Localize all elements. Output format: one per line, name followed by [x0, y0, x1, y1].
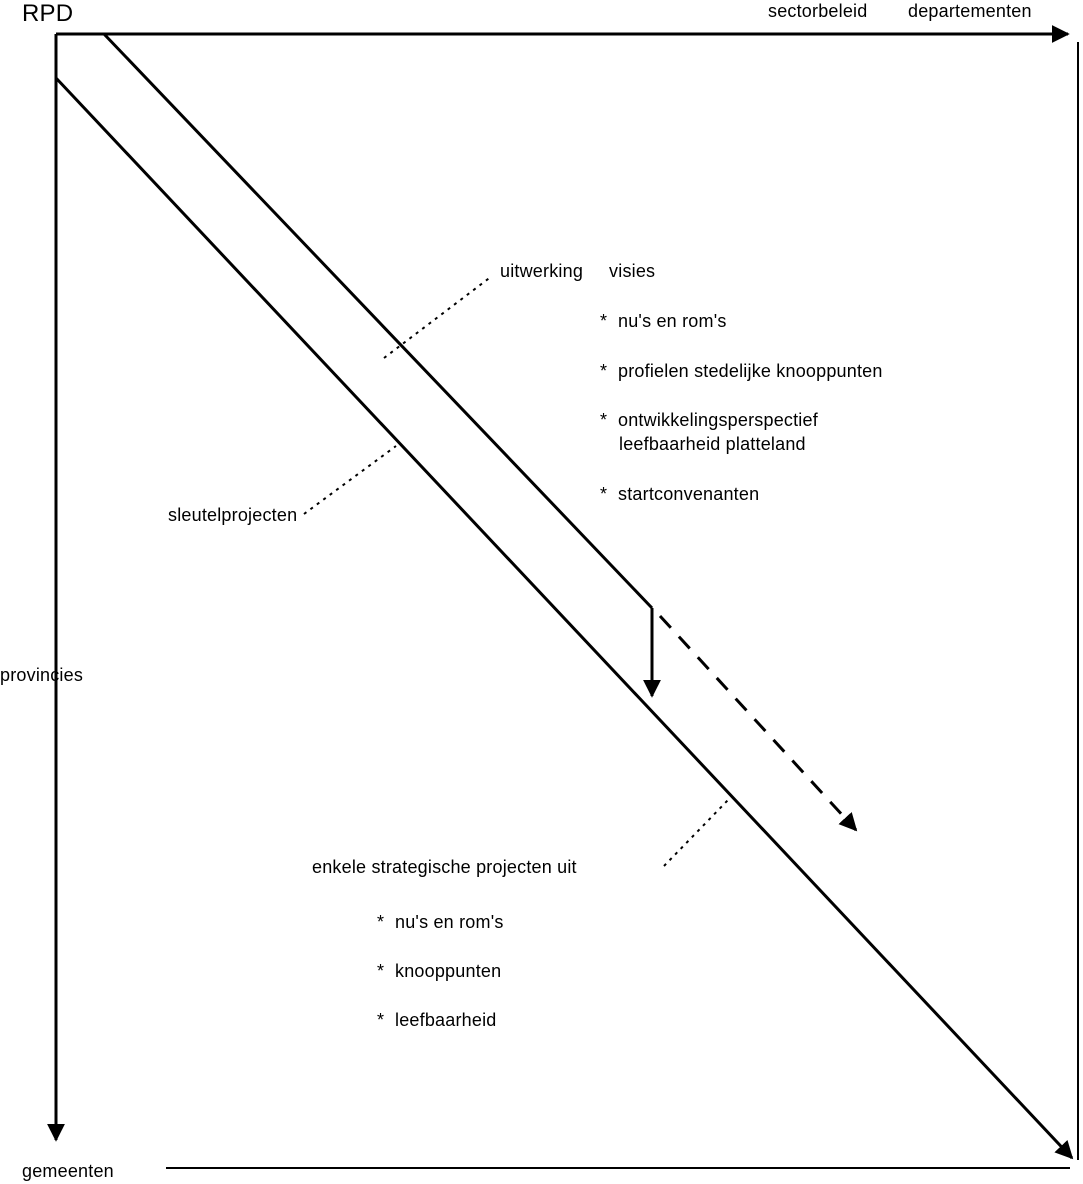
upper-note-item: *ontwikkelingsperspectief	[600, 410, 818, 430]
bottom-left-label: gemeenten	[22, 1161, 114, 1181]
upper-note-heading: uitwerking visies	[500, 262, 655, 280]
leader-strategische	[663, 799, 729, 867]
sleutelprojecten-label: sleutelprojecten	[168, 505, 298, 525]
left-mid-label: provincies	[0, 665, 84, 685]
upper-note-heading-b: visies	[609, 261, 656, 281]
leader-sleutelprojecten	[303, 445, 397, 515]
upper-note-item: *nu's en rom's	[600, 311, 727, 331]
leader-uitwerking	[383, 275, 493, 359]
upper-note-heading-a: uitwerking	[500, 261, 584, 281]
lower-note-heading: enkele strategische projecten uit	[312, 857, 577, 877]
lower-note-item: *leefbaarheid	[377, 1010, 497, 1030]
upper-note-item: *startconvenanten	[600, 484, 760, 504]
upper-diagonal-line	[102, 32, 654, 610]
dashed-continuation-arrow	[658, 614, 858, 832]
upper-note-item: *profielen stedelijke knooppunten	[600, 361, 883, 381]
top-right-label-a: sectorbeleid	[768, 1, 868, 21]
origin-label: RPD	[22, 0, 74, 27]
lower-diagonal-line	[54, 76, 1074, 1160]
lower-note-item: *knooppunten	[377, 961, 502, 981]
top-right-label-b: departementen	[908, 1, 1032, 21]
lower-note-item: *nu's en rom's	[377, 912, 504, 932]
upper-note-item-continued: leefbaarheid platteland	[619, 434, 806, 454]
